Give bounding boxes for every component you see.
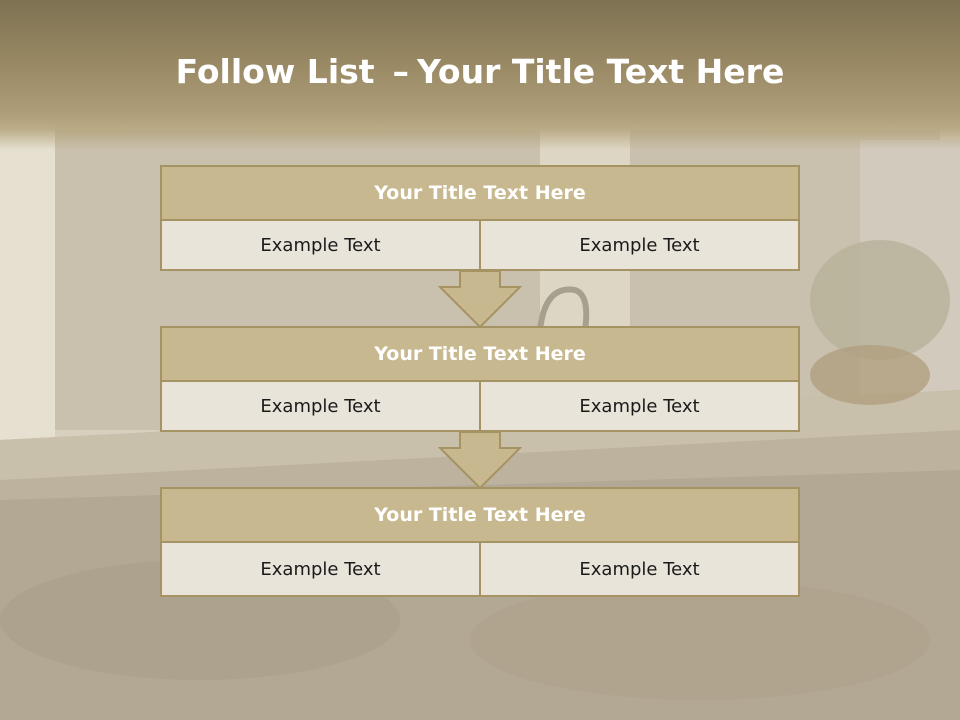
step-1-right-text: Example Text [479,221,798,269]
step-2-right-text: Example Text [479,382,798,430]
title-band [0,0,960,150]
step-1-left-text: Example Text [260,234,381,256]
step-title-3: Your Title Text Here [160,487,800,543]
step-row-3: Example Text Example Text [160,543,800,597]
step-block-3: Your Title Text Here Example Text Exampl… [160,487,800,597]
down-arrow-icon [438,271,522,329]
slide-title-dash: – [392,52,410,91]
step-block-2: Your Title Text Here Example Text Exampl… [160,326,800,432]
step-3-left-text: Example Text [260,558,381,580]
step-row-1: Example Text Example Text [160,221,800,271]
slide-title-bold: Follow List [175,52,375,91]
step-title-2: Your Title Text Here [160,326,800,382]
step-row-2: Example Text Example Text [160,382,800,432]
slide-title: Follow List–Your Title Text Here [0,52,960,91]
step-3-right-text: Example Text [479,543,798,595]
slide-title-rest: Your Title Text Here [417,52,785,91]
step-title-1: Your Title Text Here [160,165,800,221]
step-block-1: Your Title Text Here Example Text Exampl… [160,165,800,271]
step-2-left-text: Example Text [260,395,381,417]
down-arrow-icon [438,432,522,490]
